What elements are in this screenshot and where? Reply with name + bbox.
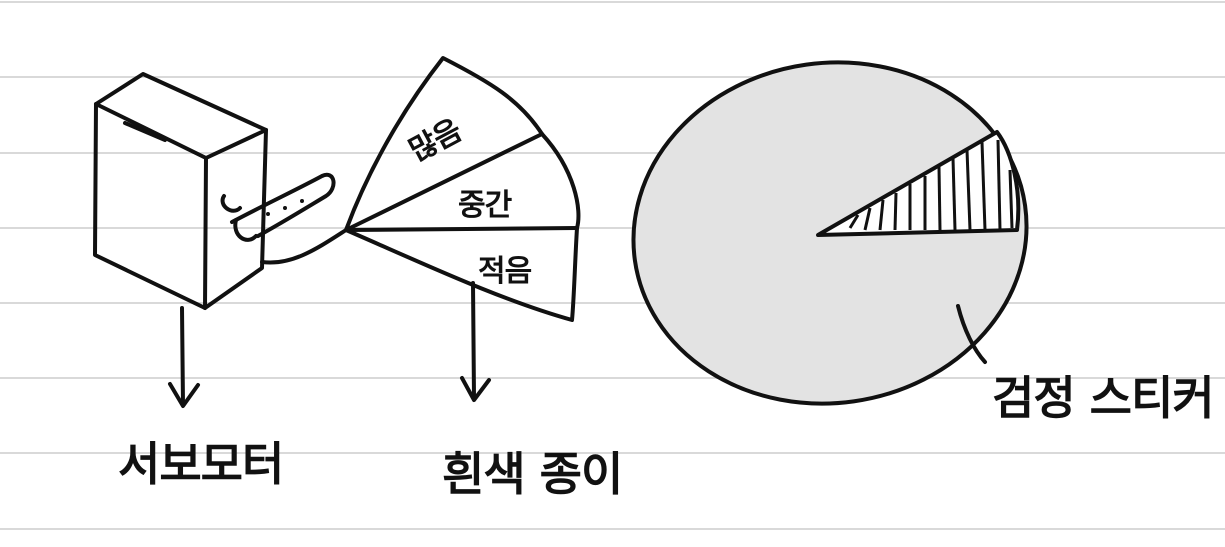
servo-arrow-icon <box>168 306 200 408</box>
servo-motor-label: 서보모터 <box>118 437 284 491</box>
paper-arrow-icon <box>460 281 491 402</box>
servo-motor-icon <box>93 72 348 310</box>
sticker-pointer-line <box>956 304 987 364</box>
disc-icon <box>631 60 1029 406</box>
paper-fan-icon <box>344 56 581 322</box>
black-sticker-label: 검정 스티커 <box>992 371 1215 425</box>
segment-mid-label: 중간 <box>458 188 512 223</box>
segment-low-label: 적음 <box>478 254 532 289</box>
white-paper-label: 흰색 종이 <box>442 447 623 501</box>
